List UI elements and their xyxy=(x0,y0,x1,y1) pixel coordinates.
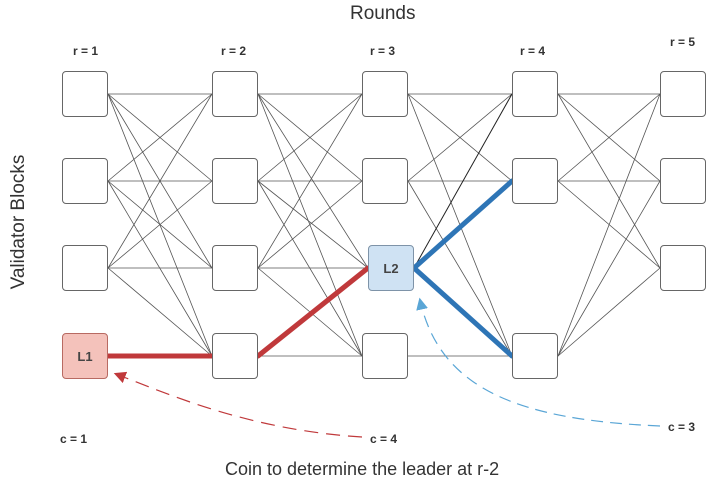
block-r5-v1 xyxy=(660,71,706,117)
coin-arrow-red xyxy=(113,371,363,438)
block-r3-v4 xyxy=(362,333,408,379)
edge-r2-r3 xyxy=(257,93,363,269)
caption-coin: Coin to determine the leader at r-2 xyxy=(225,459,500,479)
blue-path-edge xyxy=(411,265,515,359)
edge-l2-r4-top xyxy=(413,93,513,269)
block-r5-v3 xyxy=(660,245,706,291)
block-r3-v1 xyxy=(362,71,408,117)
block-r1-v3 xyxy=(62,245,108,291)
block-r4-v4 xyxy=(512,333,558,379)
block-r4-v2 xyxy=(512,158,558,204)
edge-r3-r4 xyxy=(407,93,513,182)
edge-r4-r5 xyxy=(557,93,661,357)
edge-r4-r5 xyxy=(557,180,661,357)
edge-r1-r2 xyxy=(107,93,213,269)
edge-r1-r2 xyxy=(107,180,213,269)
block-r2-v4 xyxy=(212,333,258,379)
block-r1-v1 xyxy=(62,71,108,117)
block-r5-v2 xyxy=(660,158,706,204)
diagram-title-rounds: Rounds xyxy=(350,3,416,24)
round-label-1: r = 1 xyxy=(73,44,99,58)
blue-path-edge xyxy=(411,178,515,271)
edge-r3-r4 xyxy=(407,180,513,357)
edge-r2-r3 xyxy=(257,180,369,269)
round-label-3: r = 3 xyxy=(370,44,396,58)
leader-label-l2: L2 xyxy=(383,260,399,276)
edge-r1-r2 xyxy=(107,180,213,357)
red-path-edge xyxy=(255,265,371,359)
edge-r1-r2 xyxy=(107,93,213,182)
block-r2-v1 xyxy=(212,71,258,117)
edge-r4-r5 xyxy=(557,267,661,357)
block-r4-v1 xyxy=(512,71,558,117)
y-axis-title-validator-blocks: Validator Blocks xyxy=(8,154,29,290)
leader-block-l1: L1 xyxy=(62,333,108,379)
edge-r2-r3 xyxy=(257,93,363,182)
edge-r4-r5 xyxy=(557,93,661,182)
coin-label-c1: c = 1 xyxy=(60,432,88,446)
round-label-5: r = 5 xyxy=(670,35,696,49)
block-r1-v2 xyxy=(62,158,108,204)
block-r3-v2 xyxy=(362,158,408,204)
coin-label-c4: c = 4 xyxy=(370,432,398,446)
edge-r2-r3 xyxy=(257,180,363,269)
round-label-4: r = 4 xyxy=(520,44,546,58)
block-r2-v2 xyxy=(212,158,258,204)
round-label-2: r = 2 xyxy=(221,44,247,58)
edge-r2-r3 xyxy=(257,180,363,357)
edge-r1-r2 xyxy=(107,267,213,357)
block-r2-v3 xyxy=(212,245,258,291)
coin-label-c3: c = 3 xyxy=(668,420,696,434)
leader-label-l1: L1 xyxy=(77,348,93,364)
leader-block-l2: L2 xyxy=(368,245,414,291)
